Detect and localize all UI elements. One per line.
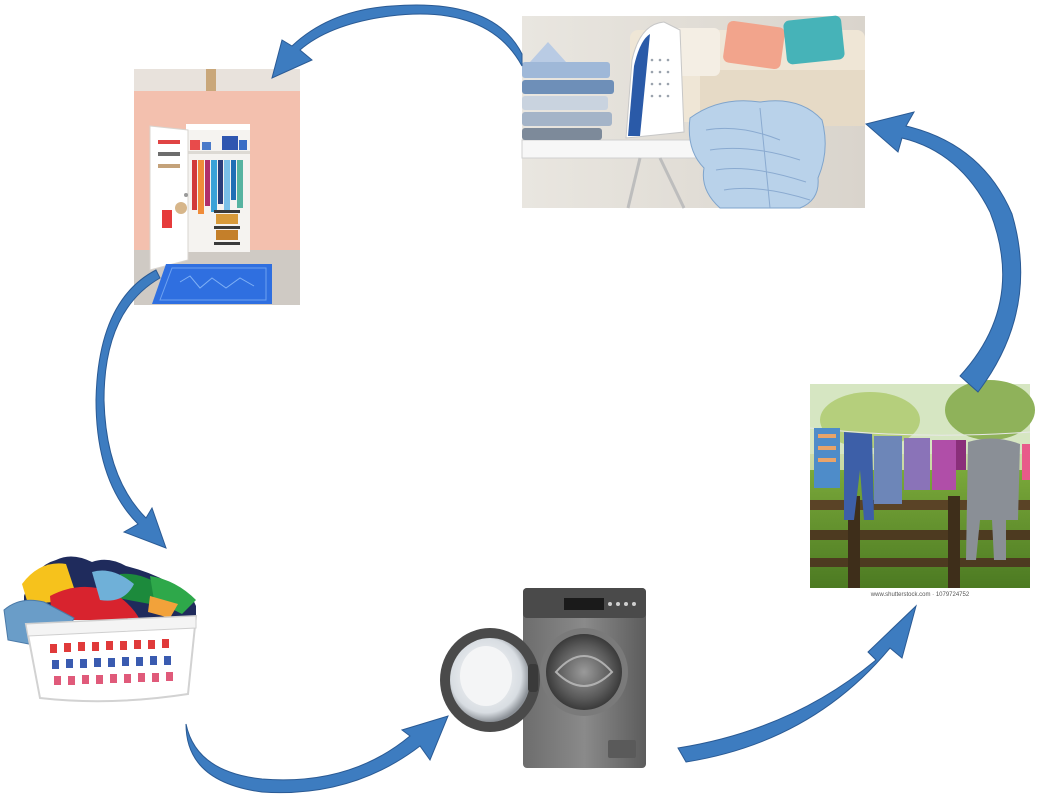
arrow-washer-to-drying [677, 604, 917, 763]
laundry-basket-photo [3, 556, 198, 703]
ironing-photo [521, 15, 865, 209]
arrow-drying-to-ironing [864, 111, 1022, 393]
arrow-ironing-to-closet [271, 4, 523, 79]
closet-photo [134, 69, 300, 305]
drying-line-photo: shutterstock www.shutterstock.com · 1079… [809, 336, 1046, 598]
arrow-closet-to-basket [95, 269, 167, 549]
washing-machine-photo [440, 588, 646, 768]
arrow-basket-to-washer [185, 715, 449, 794]
basket-holes [50, 639, 173, 685]
cycle-arrows [95, 4, 1022, 794]
photo-credit: www.shutterstock.com · 1079724752 [870, 592, 970, 598]
